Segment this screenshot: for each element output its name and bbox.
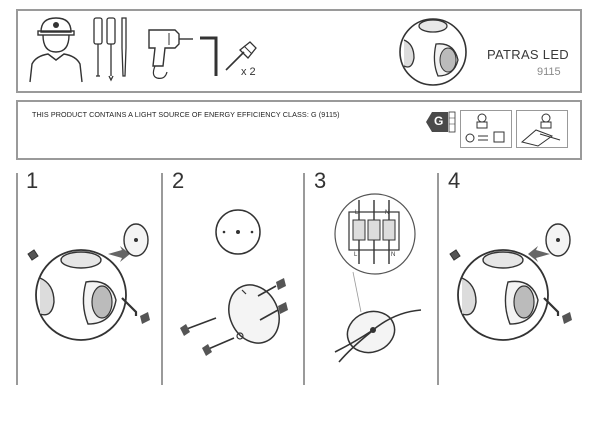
step-divider [16, 173, 18, 385]
terminal-label-bottom-l: L [354, 252, 358, 258]
replaceable-light-info-icon [516, 110, 568, 148]
installer-person-icon [29, 17, 83, 83]
step-1-illustration [27, 223, 150, 341]
energy-class-letter: G [434, 114, 444, 128]
step-divider [161, 173, 163, 385]
dimming-info-icon [460, 110, 512, 148]
step-3-illustration: L N L N [334, 193, 422, 363]
step-divider [437, 173, 439, 385]
terminal-label-bottom-n: N [391, 252, 395, 258]
energy-notice: THIS PRODUCT CONTAINS A LIGHT SOURCE OF … [32, 110, 340, 119]
step-number-4: 4 [448, 168, 461, 193]
product-lamp-illustration [399, 18, 467, 86]
drill-icon [148, 29, 193, 79]
step-number-2: 2 [172, 168, 185, 193]
step-2-illustration [180, 209, 288, 356]
terminal-label-top-n: N [385, 210, 389, 216]
step-number-1: 1 [26, 168, 39, 193]
screwdriver-icon [93, 17, 127, 82]
energy-label-arrow-icon [426, 111, 456, 133]
step-4-illustration [449, 223, 572, 341]
screw-and-plug-icon [225, 41, 257, 71]
step-divider [303, 173, 305, 385]
product-code: 9115 [537, 66, 561, 78]
step-number-3: 3 [314, 168, 327, 193]
terminal-label-top-l: L [355, 210, 359, 216]
product-name: PATRAS LED [487, 47, 569, 62]
screw-quantity: x 2 [241, 66, 256, 78]
allen-key-icon [200, 36, 218, 76]
